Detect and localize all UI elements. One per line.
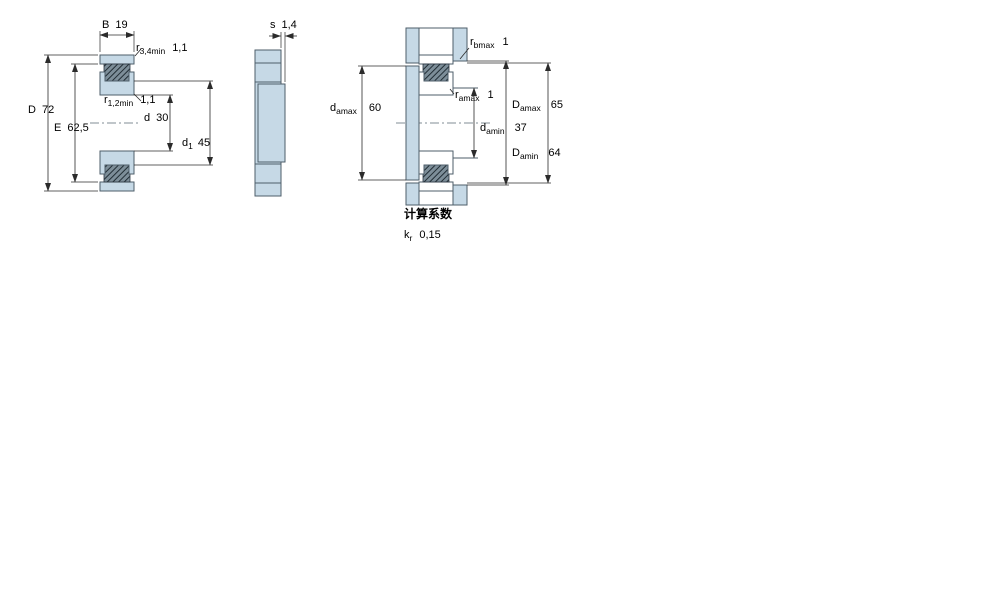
leader-ramax xyxy=(449,88,455,95)
inner-ring-silhouette xyxy=(257,83,286,163)
housing-shoulder-right-top xyxy=(452,27,468,62)
roller-bottom xyxy=(422,164,450,183)
shaft-shoulder-left xyxy=(405,65,420,181)
roller-top xyxy=(422,63,450,82)
leader-rbmax xyxy=(459,47,470,60)
housing-shoulder-left-bottom xyxy=(405,182,420,206)
roller-top xyxy=(103,63,131,82)
housing-shoulder-left-top xyxy=(405,27,420,64)
outer-ring-bottom xyxy=(418,181,454,192)
calculation-factors-title: 计算系数 xyxy=(404,206,453,221)
outer-ring-top xyxy=(99,54,135,65)
inner-ring-bottom xyxy=(99,150,135,175)
leader-r34 xyxy=(134,48,142,57)
inner-ring-top xyxy=(418,71,454,96)
outer-ring-top xyxy=(418,54,454,65)
roller-bottom xyxy=(103,164,131,183)
outer-ring-bottom xyxy=(99,181,135,192)
housing-shoulder-right-bottom xyxy=(452,184,468,206)
inner-ring-bottom xyxy=(418,150,454,175)
inner-ring-top xyxy=(99,71,135,96)
